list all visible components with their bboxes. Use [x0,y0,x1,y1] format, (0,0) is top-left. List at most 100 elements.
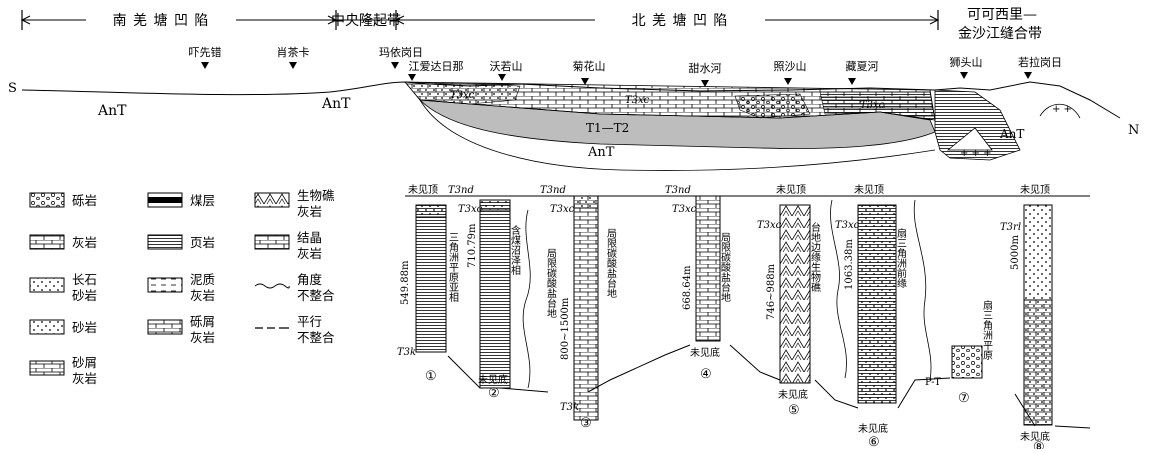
col6-thickness: 1063.38m [844,239,855,290]
region-south-depression: 南 羌 塘 凹 陷 [113,13,210,29]
col1-facies: 三角洲平原亚相 [447,232,459,302]
legend-swatch-arkose [29,277,65,293]
col8-number: ⑧ [1033,440,1045,449]
legend-limestone: 灰岩 [72,235,97,250]
col5-thickness: 746~988m [766,263,777,320]
col8-bottom: 未见底 [1020,430,1050,443]
place-label: 菊花山 [573,60,606,73]
conglomerate-lens [734,93,811,119]
col8-label: T3rl [1000,222,1021,233]
facies-boundary [913,199,932,381]
place-label: 狮头山 [950,56,983,69]
col4-top-formation: T3nd [665,185,691,196]
legend-coal: 煤层 [190,193,215,208]
granite-body [946,127,993,151]
place-label: 肖茶卡 [277,45,310,59]
col3-label: T3xc [550,204,575,215]
col1-top-formation: T3nd [448,185,474,196]
label-t1t2: T1—T2 [586,121,629,135]
place-label: 吓先错 [189,45,222,59]
label-ant-basin: AnT [587,145,615,160]
col3-top-formation: T3nd [540,185,566,196]
col6-number: ⑥ [868,435,880,449]
legend-cryst-l1: 结晶 [297,230,322,245]
legend-arkose-l2: 砂岩 [72,288,97,303]
region-central-uplift: 中央隆起带 [331,13,401,29]
suture-wedge [934,89,1021,161]
col6-top: 未见顶 [854,184,884,196]
label-t3xc-1: T3xc [450,90,475,101]
svg-text:+ +: + + [1052,104,1072,115]
sandstone-lens [404,81,521,105]
column-4 [695,195,721,342]
label-t3xc-3: T3xc [860,100,885,111]
place-label: 若拉岗日 [1018,55,1062,69]
col3-thickness: 800~1500m [560,297,571,360]
place-label: 江爱达日那 [409,60,464,73]
col4-thickness: 668.64m [682,265,693,310]
legend-calcirudite-l1: 砾屑 [190,314,215,329]
col1-number: ① [425,369,437,384]
col4-facies: 局限碳酸盐台地 [719,232,731,302]
col3-facies-b: 局限碳酸盐台地 [605,228,617,298]
facies-boundary [522,209,531,389]
col7-label: P-T [925,377,941,388]
legend-swatch-marl [147,277,183,293]
intrusion-outline [1039,103,1081,119]
legend-sandstone: 砂岩 [72,320,97,335]
col7-number: ⑦ [958,391,970,406]
label-ant-suture: AnT [999,127,1024,141]
column-1 [415,204,447,353]
col4-label: T3xc [672,204,697,215]
region-header: 南 羌 塘 凹 陷 中央隆起带 北 羌 塘 凹 陷 可可西里— 金沙江缝合带 [20,7,1042,42]
legend-calcarenite-l1: 砂屑 [72,355,97,370]
legend-angular-l2: 不整合 [297,288,335,303]
col2-bottom: 未见底 [478,373,508,386]
col2-number: ② [488,386,500,401]
legend-reef-l2: 灰岩 [297,204,322,219]
col3-number: ③ [580,416,592,431]
col1-top: 未见顶 [408,184,438,196]
basement-line [419,99,936,171]
region-suture-line2: 金沙江缝合带 [958,26,1042,42]
header-arrowheads [20,15,940,25]
legend-swatch-sandstone [29,319,65,335]
col3-facies-a: 局限碳酸盐台地 [545,248,557,318]
legend-marl-l1: 泥质 [190,272,215,287]
legend: 砾岩 煤层 生物礁 灰岩 灰岩 页岩 结晶 灰岩 长石 砂岩 泥质 灰岩 角度 … [29,188,335,386]
col3-base: T3k [560,402,579,413]
legend-swatch-conglomerate [29,192,65,208]
svg-text:+ + +: + + + [960,148,992,159]
shale-lens [819,91,936,121]
col2-thickness: 710.79m [467,223,478,268]
place-label: 照沙山 [774,60,807,73]
place-label: 玛依岗日 [379,46,423,59]
legend-swatch-limestone [29,234,65,250]
col8-thickness: 5000m [1010,235,1021,270]
stratigraphic-columns: 未见顶 T3nd T3k 549.88m 三角洲平原亚相 ① T3xc 710.… [397,184,1091,453]
place-names: 吓先错 肖茶卡 玛依岗日 江爱达日那 沃若山 菊花山 甜水河 照沙山 藏夏河 狮… [189,45,1062,87]
legend-swatch-calcirudite [147,319,183,335]
column-2 [479,199,511,389]
region-north-depression: 北 羌 塘 凹 陷 [632,13,729,29]
column-5 [779,204,811,384]
legend-parallel-l1: 平行 [297,314,322,329]
col5-facies: 台地边缘生物礁 [809,221,821,293]
col7-facies: 扇三角洲平原 [981,299,993,360]
legend-conglomerate: 砾岩 [72,193,97,208]
col6-label: T3xc [835,220,860,231]
legend-swatch-angular [254,283,290,289]
legend-parallel-l2: 不整合 [297,330,335,345]
col5-number: ⑤ [788,403,800,418]
label-s: S [8,81,17,96]
cross-section: + + + + + S N AnT AnT AnT AnT T1—T2 T3xc… [8,81,1139,171]
legend-calcirudite-l2: 灰岩 [190,330,215,345]
col1-base: T3k [397,347,416,358]
col5-bottom: 未见底 [778,388,808,401]
col2-facies: 含煤沼泽相 [509,224,521,275]
region-suture-line1: 可可西里— [967,7,1037,23]
facies-boundary [830,199,847,379]
label-ant-south: AnT [97,103,127,119]
